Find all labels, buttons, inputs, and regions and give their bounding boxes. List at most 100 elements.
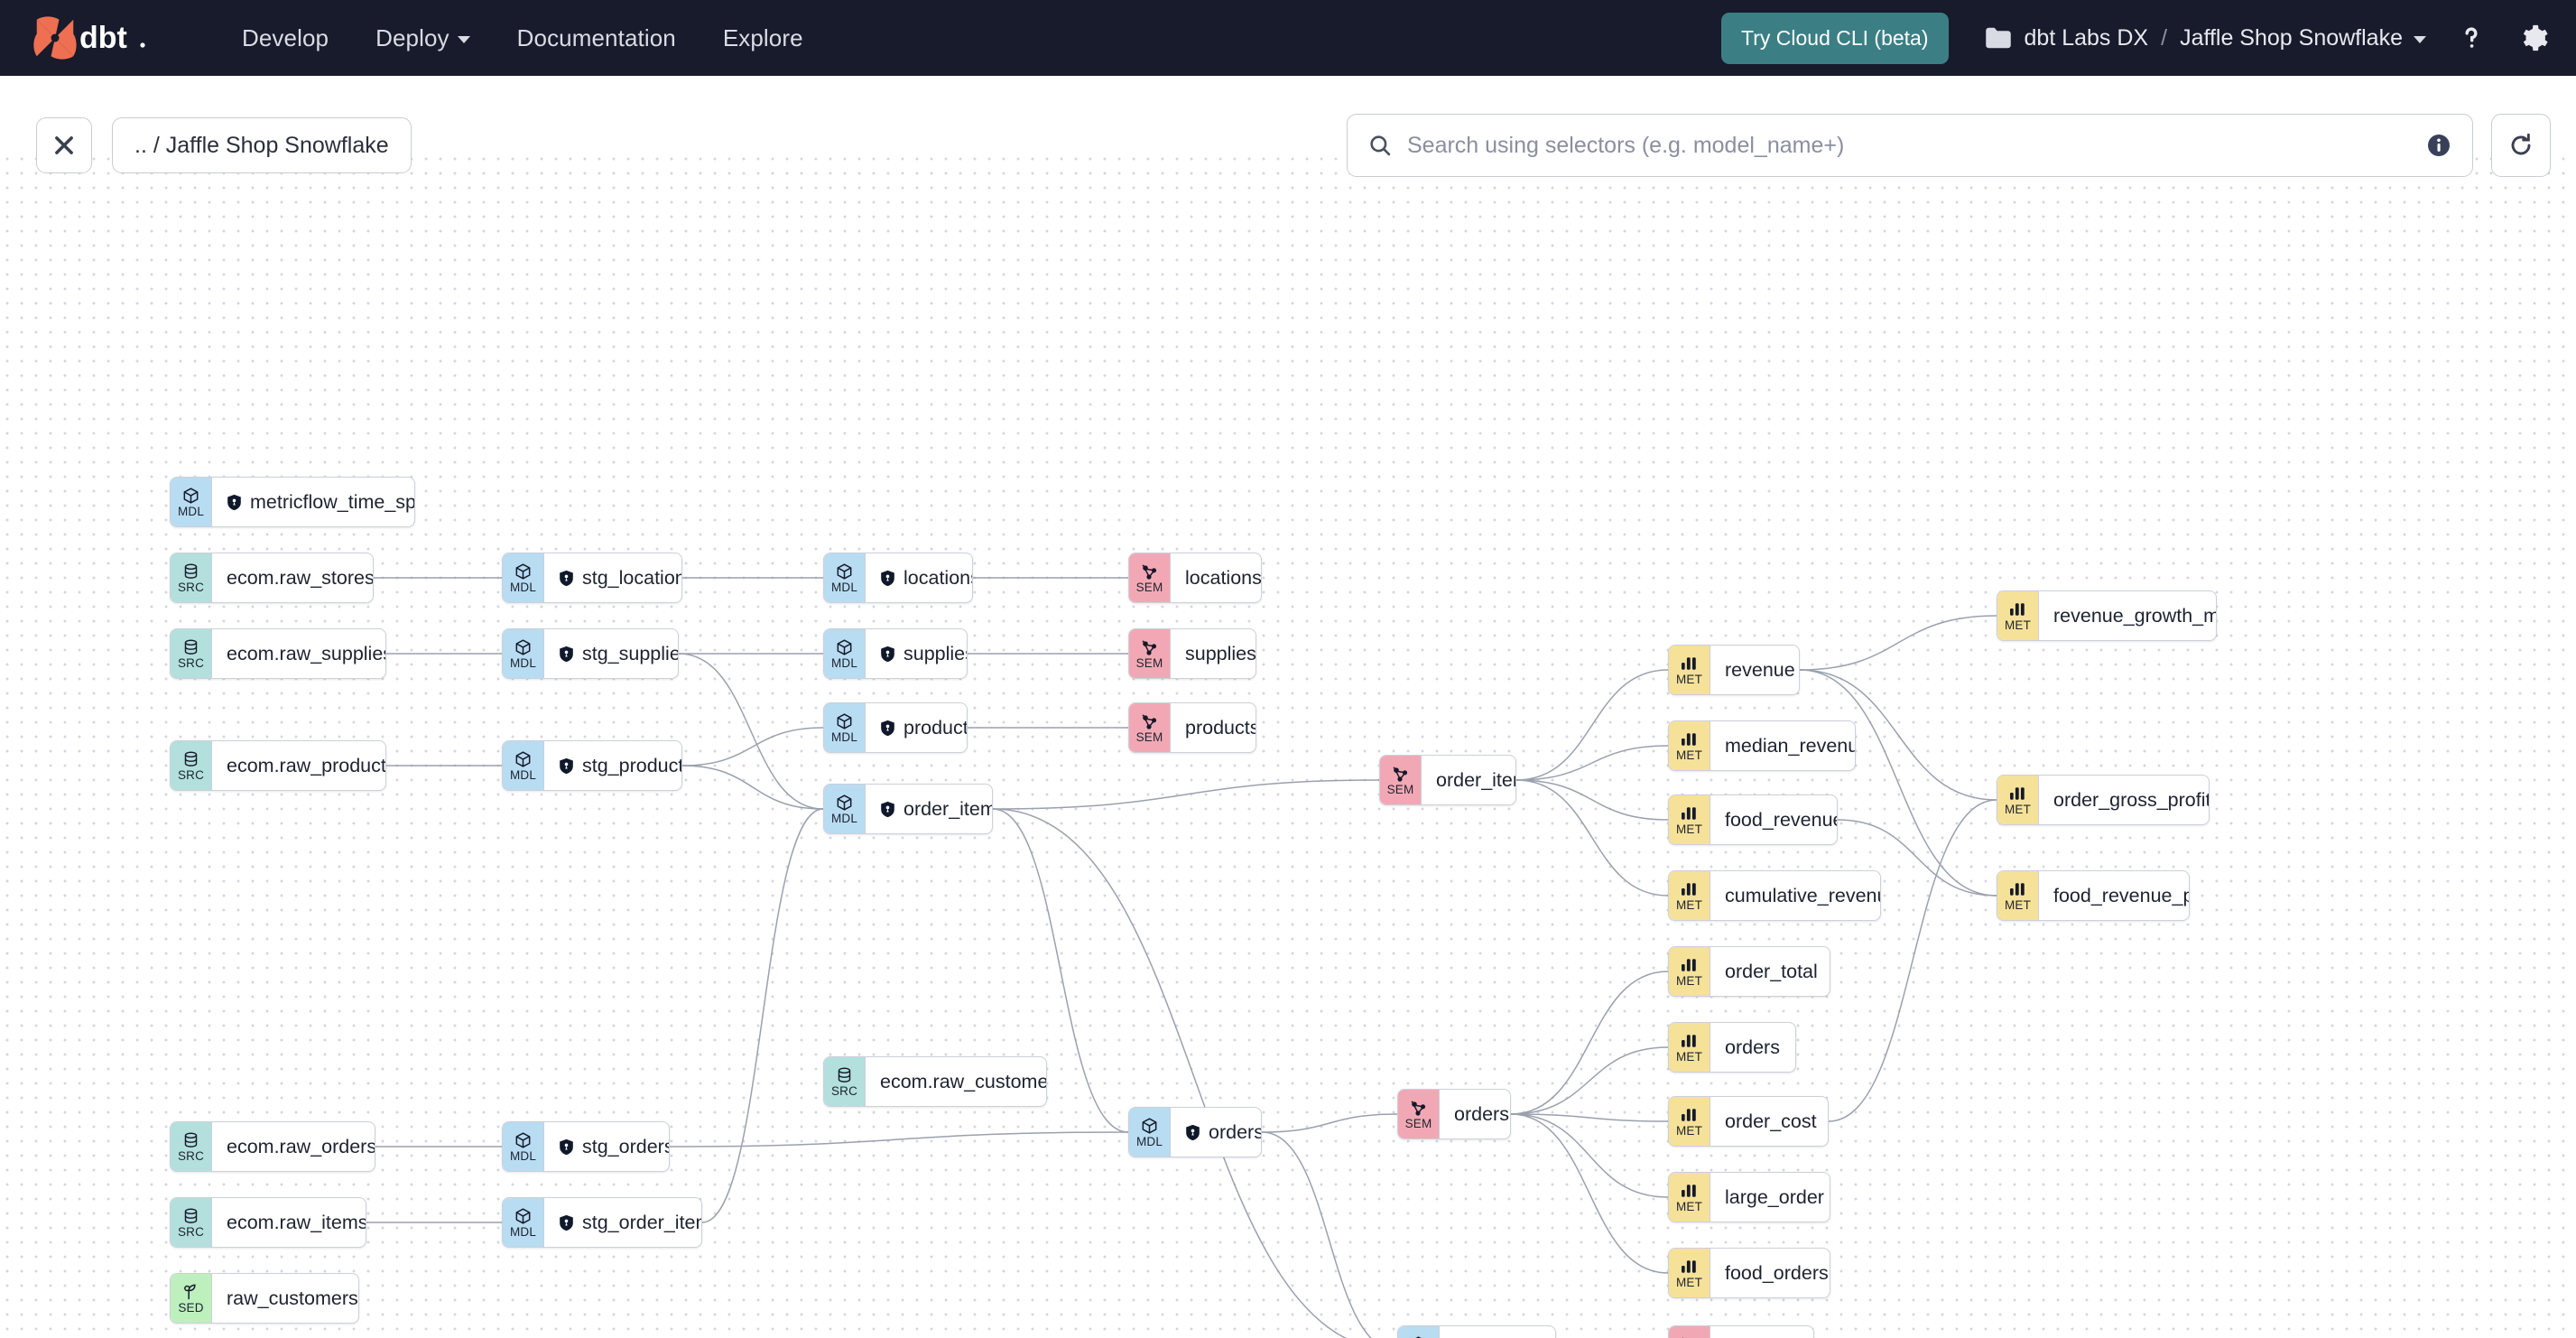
node-type-badge-met: MET [1997, 871, 2039, 920]
node-label: order_total [1725, 960, 1818, 982]
node-type-label: MDL [509, 1224, 537, 1239]
graph-node-mdl_supplies[interactable]: MDLsupplies [823, 628, 968, 679]
node-type-badge-sem: SEM [1380, 756, 1422, 804]
graph-node-mdl_customers[interactable]: MDLcustomers [1397, 1325, 1556, 1338]
node-type-badge-mdl: MDL [503, 553, 544, 602]
edge-sem_orders-to-met_orders [1510, 1046, 1669, 1115]
nav-link-develop[interactable]: Develop [218, 15, 352, 61]
primary-nav-links: Develop Deploy Documentation Explore [218, 15, 827, 61]
node-label: stg_supplies [582, 642, 678, 664]
node-type-label: MET [1675, 897, 1703, 912]
gear-icon[interactable] [2516, 20, 2553, 56]
shield-tag-icon [559, 570, 574, 587]
node-label: order_cost [1725, 1110, 1817, 1132]
node-type-label: SRC [177, 1148, 205, 1163]
graph-node-sem_customers[interactable]: SEMcustomers [1668, 1325, 1814, 1338]
node-type-badge-mdl: MDL [503, 629, 544, 678]
src-type-icon [182, 1131, 199, 1149]
dbt-mark-icon [33, 16, 77, 60]
graph-node-met_order_total[interactable]: MET order_total [1668, 946, 1830, 997]
node-type-label: MET [2004, 897, 2032, 912]
project-selector[interactable]: Jaffle Shop Snowflake [2180, 25, 2426, 51]
edge-stg_products-to-mdl_products [681, 727, 824, 767]
node-label: food_orders [1725, 1261, 1829, 1284]
node-label: ecom.raw_items [227, 1211, 366, 1233]
node-body: ecom.raw_stores [212, 553, 373, 602]
search-bar[interactable] [1347, 114, 2473, 177]
edge-sem_order_item-to-met_revenue [1515, 669, 1669, 781]
account-name[interactable]: dbt Labs DX [2024, 24, 2149, 51]
breadcrumb-button[interactable]: .. / Jaffle Shop Snowflake [112, 117, 412, 173]
edge-stg_supplies-to-mdl_order_items [678, 653, 824, 810]
graph-node-met_order_cost[interactable]: MET order_cost [1668, 1096, 1829, 1147]
info-icon[interactable] [2425, 132, 2452, 159]
breadcrumb-separator: / [2161, 24, 2168, 51]
shield-tag-icon [880, 720, 895, 737]
node-label: order_gross_profit [2053, 788, 2210, 811]
node-type-label: MET [1675, 1123, 1703, 1138]
graph-node-stg_supplies[interactable]: MDL stg_supplies [502, 628, 679, 679]
node-type-badge-mdl: MDL [824, 703, 866, 752]
node-type-badge-sem: SEM [1398, 1090, 1440, 1138]
node-body: food_revenue [1710, 795, 1837, 844]
node-body: locations [1171, 553, 1261, 602]
met-type-icon [1680, 880, 1699, 898]
nav-link-explore[interactable]: Explore [700, 15, 827, 61]
node-type-label: MET [1675, 973, 1703, 988]
node-type-label: MET [1675, 1199, 1703, 1213]
node-type-badge-src: SRC [171, 741, 212, 790]
edge-sem_orders-to-met_large_order [1510, 1113, 1669, 1198]
node-type-label: SED [178, 1300, 204, 1315]
help-question-icon[interactable] [2453, 20, 2489, 56]
node-label: food_revenue_pct [2053, 884, 2189, 906]
search-input[interactable] [1407, 132, 2425, 159]
nav-link-documentation-label: Documentation [516, 23, 676, 51]
node-type-label: SRC [177, 767, 205, 782]
src-type-icon [182, 638, 199, 656]
nav-link-documentation[interactable]: Documentation [494, 15, 700, 61]
lineage-graph-canvas[interactable]: MDLmetricflow_time_spineSRCecom.raw_stor… [0, 152, 2576, 1338]
refresh-button[interactable] [2491, 114, 2551, 177]
graph-node-mdl_products[interactable]: MDLproducts [823, 702, 968, 753]
node-type-badge-met: MET [1669, 1097, 1710, 1146]
graph-node-met_food_revenue_pct[interactable]: MET food_revenue_pct [1997, 870, 2190, 921]
sem-type-icon [1409, 1099, 1428, 1117]
node-body: ecom.raw_supplies [212, 629, 385, 678]
dbt-logo[interactable]: dbt [31, 14, 162, 62]
nav-link-deploy[interactable]: Deploy [352, 15, 494, 61]
shield-tag-icon [880, 646, 895, 663]
close-button[interactable] [36, 117, 92, 173]
try-cloud-cli-button[interactable]: Try Cloud CLI (beta) [1721, 12, 1949, 64]
node-body: locations [866, 553, 972, 602]
node-type-badge-sem: SEM [1129, 553, 1171, 602]
